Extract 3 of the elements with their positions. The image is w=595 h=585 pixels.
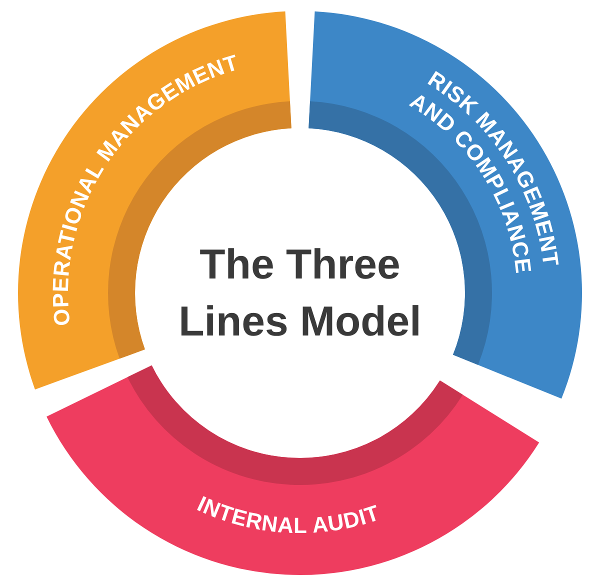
ring-segment [46, 365, 540, 575]
center-title: The Three Lines Model [178, 239, 422, 346]
segment-label: INTERNAL AUDIT [194, 491, 383, 538]
